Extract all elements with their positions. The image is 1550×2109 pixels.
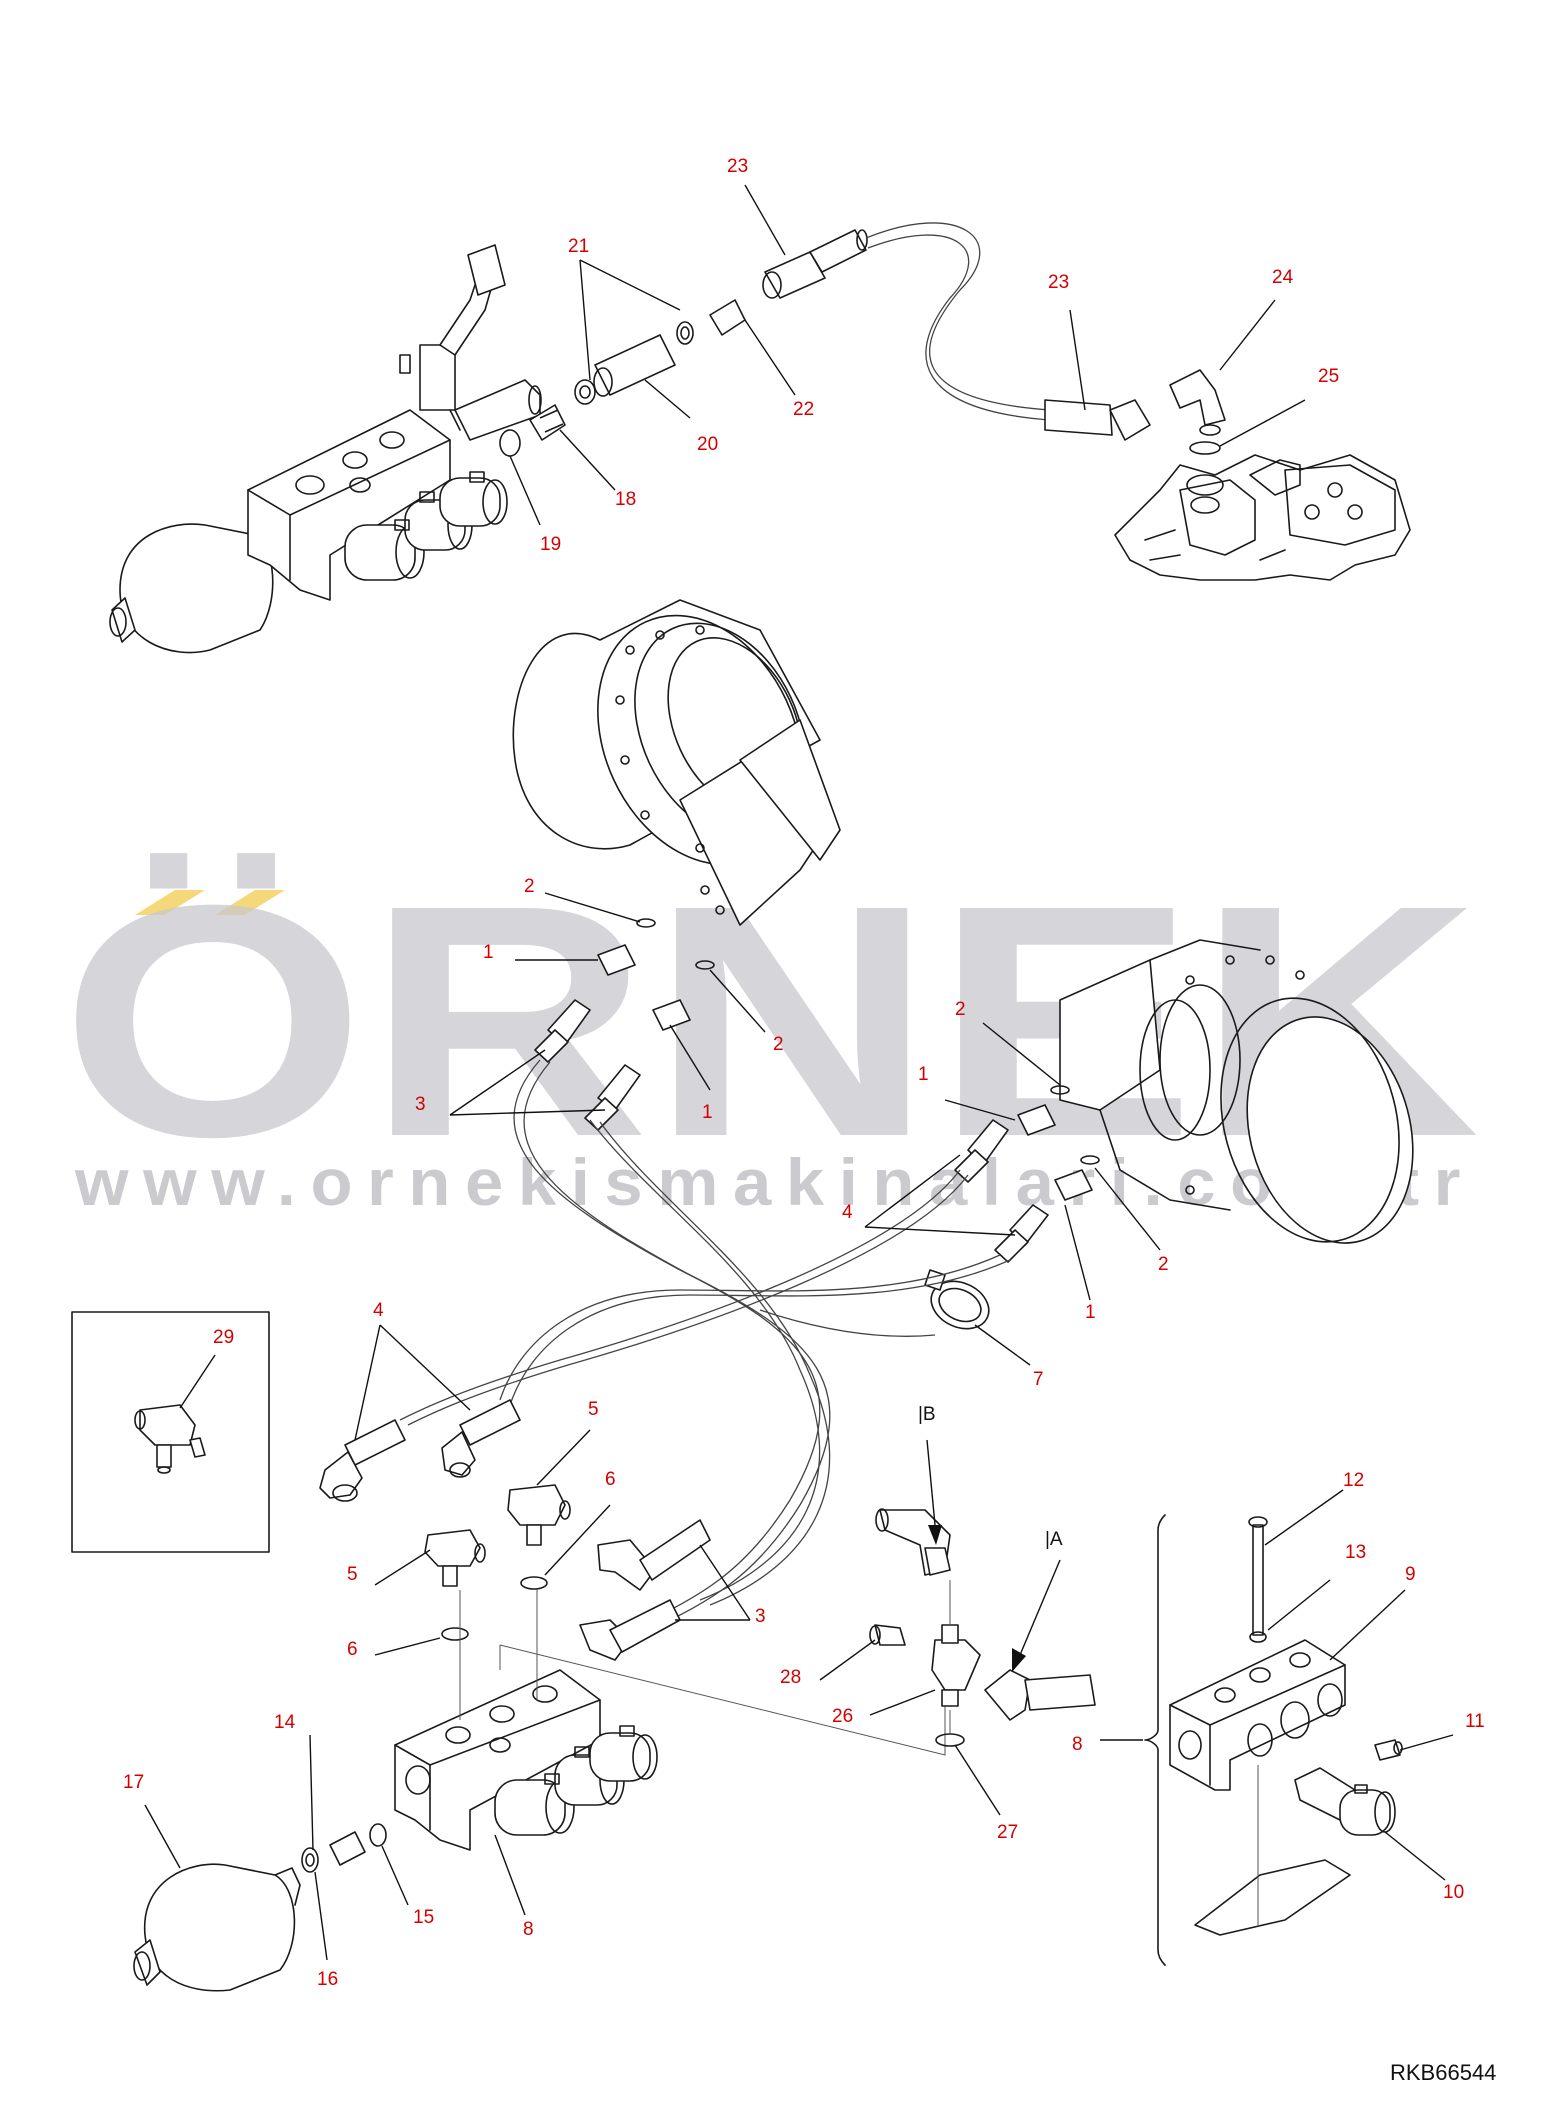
callout-1-a: 1 (483, 942, 494, 963)
callout-22: 22 (793, 399, 814, 420)
callout-11: 11 (1465, 1711, 1485, 1732)
callout-26: 26 (832, 1706, 853, 1727)
callout-labels: 23 21 22 20 23 24 25 18 19 2 1 2 1 3 2 1… (123, 156, 1485, 1990)
callout-23-right: 23 (1048, 272, 1069, 293)
valve-block-top (247, 409, 451, 601)
callout-1-d: 1 (1085, 1302, 1096, 1323)
detail-view-valve (1100, 1514, 1403, 1966)
callout-1-b: 1 (702, 1102, 713, 1123)
hoses (399, 1059, 1011, 1636)
callout-3-b: 3 (755, 1606, 766, 1627)
callout-14: 14 (274, 1712, 296, 1733)
accumulator-bottom (133, 1823, 387, 1992)
watermark-url: www.ornekismakinalari.com.tr (74, 1145, 1475, 1219)
callout-27: 27 (997, 1822, 1018, 1843)
watermark-accent-right (215, 890, 285, 915)
callout-2-a: 2 (524, 876, 535, 897)
top-valve-assembly (109, 244, 542, 654)
callout-21: 21 (568, 236, 589, 257)
callout-5-b: 5 (347, 1564, 358, 1585)
callout-3-a: 3 (415, 1094, 426, 1115)
top-fittings (499, 222, 1226, 457)
travel-motor-left (512, 599, 841, 926)
watermark-accent-left (135, 890, 205, 915)
view-ref-b: |B (918, 1404, 936, 1425)
callout-2-b: 2 (773, 1034, 784, 1055)
inset-part-29 (71, 1311, 270, 1553)
callout-6-a: 6 (605, 1469, 616, 1490)
accumulator-top (119, 523, 274, 654)
callout-1-c: 1 (918, 1064, 929, 1085)
callout-17: 17 (123, 1772, 144, 1793)
callout-20: 20 (697, 434, 718, 455)
callout-28: 28 (780, 1667, 801, 1688)
callout-5-a: 5 (588, 1399, 599, 1420)
callout-4-b: 4 (373, 1300, 384, 1321)
callout-15: 15 (413, 1907, 434, 1928)
callout-6-b: 6 (347, 1639, 358, 1660)
callout-10: 10 (1443, 1882, 1464, 1903)
callout-16: 16 (317, 1969, 338, 1990)
view-ref-a: |A (1045, 1529, 1063, 1550)
callout-8-a: 8 (523, 1919, 534, 1940)
callout-2-d: 2 (1158, 1254, 1169, 1275)
callout-4-a: 4 (842, 1202, 853, 1223)
travel-motor-right (1059, 939, 1414, 1244)
callout-24: 24 (1272, 267, 1294, 288)
callout-23: 23 (727, 156, 748, 177)
callout-12: 12 (1343, 1470, 1364, 1491)
leader-lines (144, 184, 1454, 1961)
callout-2-c: 2 (955, 999, 966, 1020)
callout-8-b: 8 (1072, 1734, 1083, 1755)
valve-block-bottom (394, 1590, 946, 1851)
callout-29: 29 (213, 1327, 234, 1348)
callout-9: 9 (1405, 1564, 1416, 1585)
callout-7: 7 (1033, 1369, 1044, 1390)
motor-fittings (534, 918, 1100, 1330)
engine-pump-top-right (1114, 454, 1411, 581)
callout-25: 25 (1318, 366, 1339, 387)
callout-13: 13 (1345, 1542, 1366, 1563)
tee-connector-assembly (869, 1439, 1096, 1747)
mid-fittings (319, 1399, 711, 1661)
callout-19: 19 (540, 534, 561, 555)
drawing-number: RKB66544 (1390, 2060, 1496, 2085)
callout-18: 18 (615, 489, 636, 510)
